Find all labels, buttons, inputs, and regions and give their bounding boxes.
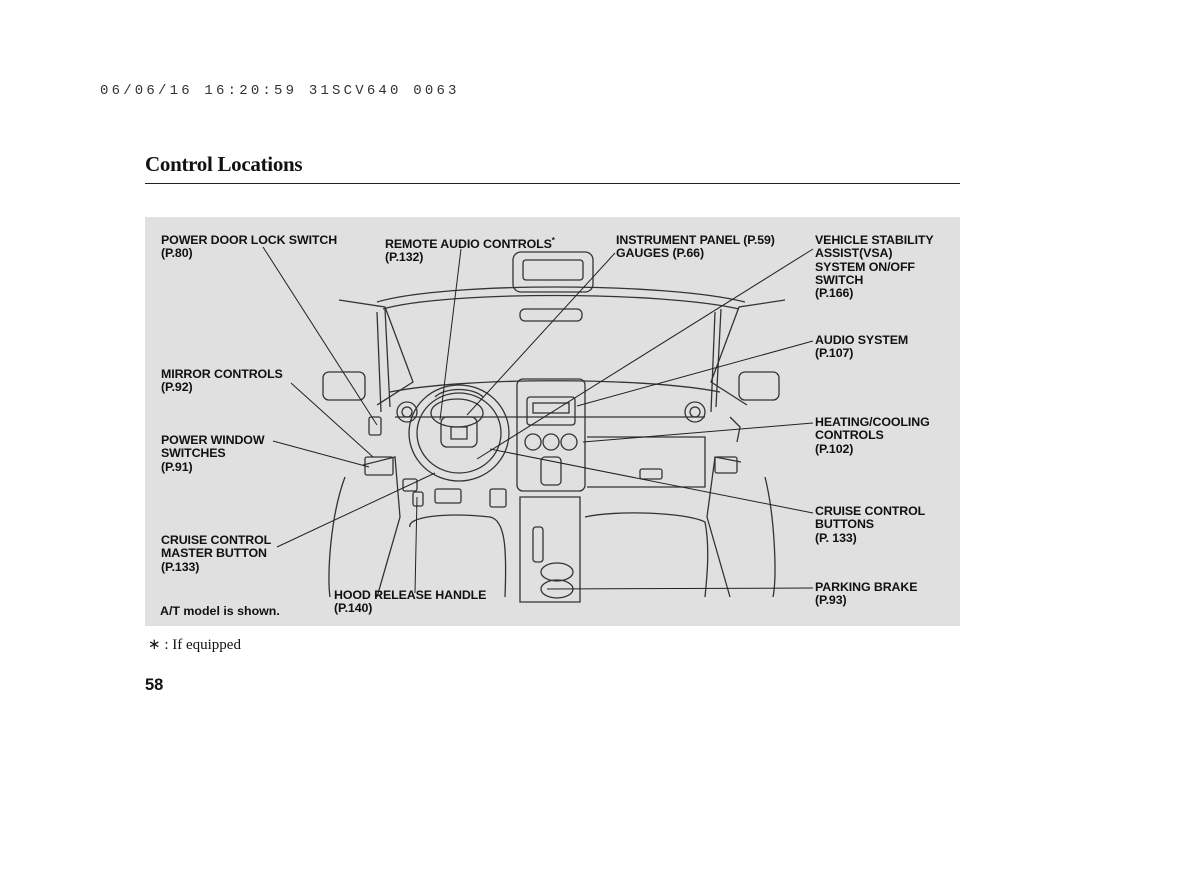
callout-vsa-line1: VEHICLE STABILITY <box>815 233 934 247</box>
callout-cruise-buttons-page: (P. 133) <box>815 530 857 545</box>
callout-remote-audio-page: (P.132) <box>385 250 424 265</box>
callout-cruise-buttons-line2: BUTTONS <box>815 517 874 532</box>
callout-mirror-controls-page: (P.92) <box>161 380 193 395</box>
callout-vsa-line3: SYSTEM ON/OFF <box>815 259 915 274</box>
callout-instrument-panel-line1: INSTRUMENT PANEL (P.59) <box>616 233 775 247</box>
callout-heating-cooling-page: (P.102) <box>815 441 854 456</box>
callout-heating-cooling-line1: HEATING/COOLING <box>815 415 930 429</box>
callout-remote-audio-name: REMOTE AUDIO CONTROLS <box>385 237 552 252</box>
dashboard-illustration <box>262 246 814 603</box>
page-number: 58 <box>145 676 164 694</box>
callout-hood-release-name: HOOD RELEASE HANDLE <box>334 588 487 602</box>
callout-heating-cooling: HEATING/COOLING CONTROLS (P.102) <box>815 415 930 456</box>
footnote: ∗ : If equipped <box>148 637 241 653</box>
callout-mirror-controls-name: MIRROR CONTROLS <box>161 367 283 381</box>
callout-power-window: POWER WINDOW SWITCHES (P.91) <box>161 433 265 474</box>
callout-cruise-master-line1: CRUISE CONTROL <box>161 533 272 547</box>
callout-power-window-line2: SWITCHES <box>161 446 226 461</box>
callout-hood-release-page: (P.140) <box>334 601 373 616</box>
callout-audio-system-name: AUDIO SYSTEM <box>815 333 909 347</box>
callout-remote-audio: REMOTE AUDIO CONTROLS* (P.132) <box>385 234 555 265</box>
callout-parking-brake-page: (P.93) <box>815 593 847 608</box>
callout-cruise-buttons-line1: CRUISE CONTROL <box>815 504 926 518</box>
print-stamp: 06/06/16 16:20:59 31SCV640 0063 <box>100 83 460 99</box>
callout-vsa-page: (P.166) <box>815 286 854 301</box>
callout-power-door-lock-page: (P.80) <box>161 246 193 261</box>
callout-cruise-master-page: (P.133) <box>161 559 200 574</box>
title-rule <box>145 183 960 184</box>
callout-hood-release: HOOD RELEASE HANDLE (P.140) <box>334 588 487 616</box>
callout-vsa-line4: SWITCH <box>815 272 864 287</box>
diagram-panel: POWER DOOR LOCK SWITCH (P.80) REMOTE AUD… <box>145 217 960 626</box>
equipped-marker: * <box>551 236 555 245</box>
callout-power-door-lock-name: POWER DOOR LOCK SWITCH <box>161 233 338 247</box>
model-note: A/T model is shown. <box>160 604 280 618</box>
callout-audio-system-page: (P.107) <box>815 346 854 361</box>
callout-power-window-page: (P.91) <box>161 459 193 474</box>
callout-heating-cooling-line2: CONTROLS <box>815 428 884 443</box>
callout-vsa-switch: VEHICLE STABILITY ASSIST(VSA) SYSTEM ON/… <box>815 233 934 301</box>
callout-cruise-master-line2: MASTER BUTTON <box>161 546 267 561</box>
callout-power-door-lock: POWER DOOR LOCK SWITCH (P.80) <box>161 233 338 261</box>
page-title: Control Locations <box>145 152 303 176</box>
callout-parking-brake: PARKING BRAKE (P.93) <box>815 580 918 608</box>
callout-power-window-line1: POWER WINDOW <box>161 433 265 447</box>
callout-mirror-controls: MIRROR CONTROLS (P.92) <box>161 367 283 395</box>
callout-parking-brake-name: PARKING BRAKE <box>815 580 918 594</box>
callout-vsa-line2: ASSIST(VSA) <box>815 246 893 261</box>
callout-audio-system: AUDIO SYSTEM (P.107) <box>815 333 909 361</box>
callout-cruise-master: CRUISE CONTROL MASTER BUTTON (P.133) <box>161 533 272 574</box>
callout-instrument-panel-line2: GAUGES (P.66) <box>616 246 704 261</box>
callout-cruise-buttons: CRUISE CONTROL BUTTONS (P. 133) <box>815 504 926 545</box>
callout-instrument-panel: INSTRUMENT PANEL (P.59) GAUGES (P.66) <box>616 233 775 261</box>
